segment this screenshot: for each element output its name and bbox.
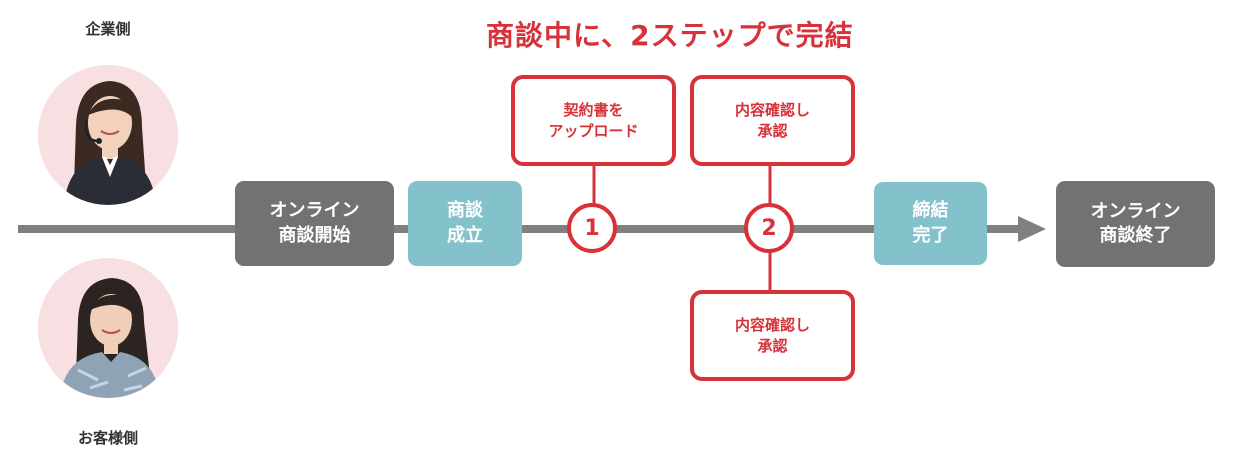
company-representative-avatar	[38, 65, 178, 205]
customer-approve-box: 内容確認し 承認	[690, 290, 855, 381]
upload-contract-box: 契約書を アップロード	[511, 75, 676, 166]
diagram-title: 商談中に、2ステップで完結	[486, 19, 854, 52]
step-1-marker: 1	[567, 203, 617, 253]
online-meeting-end-box: オンライン 商談終了	[1056, 181, 1215, 267]
contract-concluded-box: 締結 完了	[874, 182, 987, 265]
step-2-marker: 2	[744, 203, 794, 253]
deal-closed-box: 商談 成立	[408, 181, 522, 266]
online-meeting-start-box: オンライン 商談開始	[235, 181, 394, 266]
customer-avatar	[38, 258, 178, 398]
timeline-arrow-head	[1018, 216, 1046, 242]
customer-side-label: お客様側	[77, 429, 138, 447]
company-side-label: 企業側	[85, 20, 131, 38]
company-approve-box: 内容確認し 承認	[690, 75, 855, 166]
